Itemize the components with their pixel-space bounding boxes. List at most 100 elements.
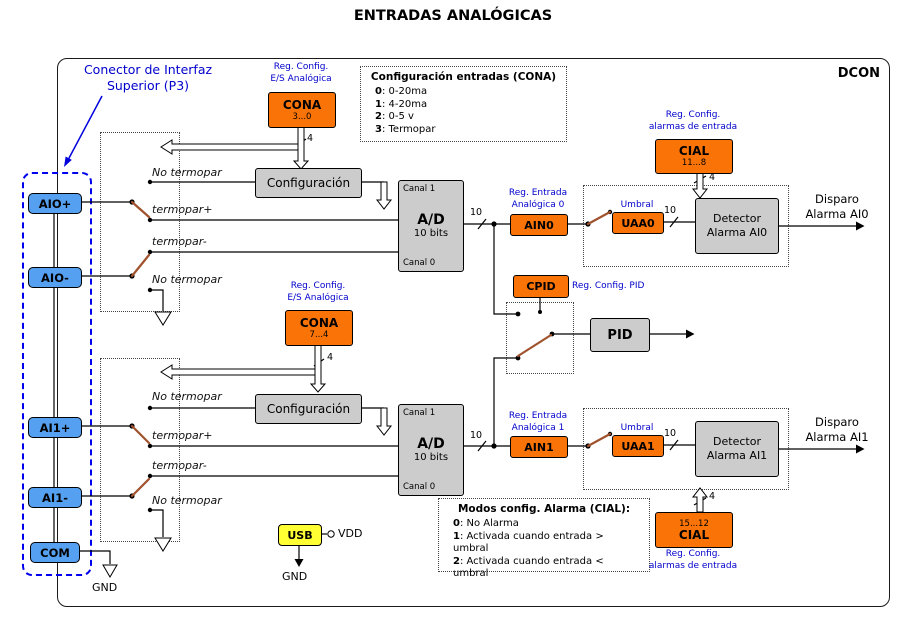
gnd-label-usb: GND (282, 570, 308, 583)
cial1-name: CIAL (678, 527, 710, 542)
termopar-minus-label-1: termopar- (152, 235, 207, 248)
cona1-caption: Reg. Config. E/S Analógica (287, 281, 349, 303)
uaa0-register: UAA0 (612, 212, 664, 234)
cona0-name: CONA (282, 97, 322, 112)
uaa1-caption: Umbral (620, 423, 654, 433)
ain0-register: AIN0 (510, 214, 568, 236)
cial-modes-legend: Modos config. Alarma (CIAL): 0: No Alarm… (438, 498, 650, 579)
cona1-name: CONA (299, 315, 339, 330)
ad-converter-ai1: Canal 1 A/D 10 bits Canal 0 (398, 404, 464, 496)
bus4-cona0: 4 (307, 133, 314, 144)
termopar-plus-label-1: termopar+ (152, 203, 213, 216)
option-number: 2 (453, 555, 460, 567)
cona0-bits: 3...0 (292, 111, 312, 122)
bus10-ad1: 10 (470, 430, 483, 441)
bus4-cial1: 4 (709, 491, 716, 502)
uaa0-caption: Umbral (620, 200, 654, 210)
cial0-bits: 11...8 (681, 158, 707, 168)
cona0-caption: Reg. Config. E/S Analógica (270, 62, 332, 84)
option-number: 0 (375, 86, 382, 97)
config-block-ai0: Configuración (255, 168, 362, 198)
config-block-ai1: Configuración (255, 394, 362, 424)
termopar-plus-label-2: termopar+ (152, 429, 213, 442)
pin-aio-plus: AIO+ (28, 193, 82, 214)
cona1-register: CONA 7...4 (285, 310, 353, 346)
option-text: : 0-5 v (381, 111, 414, 122)
ad0-canal0-label: Canal 0 (403, 258, 436, 268)
ad0-label: A/D (417, 212, 445, 228)
no-termopar-label-3: No termopar (152, 390, 222, 403)
option-text: : Activada cuando entrada < umbral (453, 555, 604, 580)
gnd-label-com: GND (92, 581, 118, 594)
dcon-frame (57, 58, 890, 607)
dcon-label: DCON (837, 66, 880, 81)
no-termopar-label-1: No termopar (152, 166, 222, 179)
no-termopar-label-2: No termopar (152, 273, 222, 286)
input-switch-box-ai1 (100, 358, 180, 542)
bus4-cial0: 4 (709, 172, 716, 183)
cona-option-1: 1: 4-20ma (369, 99, 558, 112)
option-number: 1 (453, 530, 460, 542)
ad1-bits-label: 10 bits (413, 452, 449, 463)
option-number: 1 (375, 98, 382, 110)
cpid-caption: Reg. Config. PID (572, 281, 645, 291)
option-text: : Termopar (381, 123, 436, 135)
cial1-bits: 15...12 (679, 518, 709, 529)
cial-mode-1: 1: Activada cuando entrada > umbral (447, 531, 641, 556)
pin-ai1-minus: AI1- (28, 487, 82, 508)
option-text: : 0-20ma (381, 86, 428, 97)
cial0-caption: Reg. Config. alarmas de entrada (648, 110, 738, 132)
ad-converter-ai0: Canal 1 A/D 10 bits Canal 0 (398, 180, 464, 272)
connector-caption: Conector de Interfaz Superior (P3) (83, 62, 213, 93)
cona-legend-title: Configuración entradas (CONA) (370, 71, 557, 83)
ad1-label: A/D (417, 436, 445, 452)
detector-alarma-ai0: Detector Alarma AI0 (695, 198, 779, 254)
cpid-register: CPID (513, 275, 569, 298)
ain0-caption: Reg. Entrada Analógica 0 (508, 188, 568, 210)
pid-block: PID (590, 318, 650, 352)
cial1-caption: Reg. Config. alarmas de entrada (648, 549, 738, 571)
bus4-cona1: 4 (327, 352, 334, 363)
cona-option-3: 3: Termopar (369, 124, 558, 137)
option-text: : 4-20ma (381, 98, 428, 110)
page-title: ENTRADAS ANALÓGICAS (353, 8, 553, 24)
cial-mode-0: 0: No Alarma (447, 518, 641, 531)
pin-aio-minus: AIO- (28, 267, 82, 288)
cona-config-legend: Configuración entradas (CONA) 0: 0-20ma … (360, 66, 567, 142)
disparo-ai0-label: Disparo Alarma AI0 (805, 192, 869, 221)
uaa1-register: UAA1 (612, 435, 664, 457)
cial0-register: CIAL 11...8 (655, 139, 733, 174)
bus10-ad0: 10 (470, 207, 483, 218)
ad0-bits-label: 10 bits (413, 228, 449, 239)
option-number: 0 (453, 518, 460, 529)
ad0-canal1-label: Canal 1 (403, 184, 436, 194)
bus10-uaa0: 10 (664, 205, 677, 216)
termopar-minus-label-2: termopar- (152, 459, 207, 472)
cial-mode-2: 2: Activada cuando entrada < umbral (447, 556, 641, 581)
detector-alarma-ai1: Detector Alarma AI1 (695, 421, 779, 477)
usb-block: USB (278, 524, 322, 546)
option-text: : No Alarma (459, 518, 519, 529)
cona0-register: CONA 3...0 (268, 92, 336, 128)
pid-switch-box (506, 302, 574, 374)
no-termopar-label-4: No termopar (152, 494, 222, 507)
pin-com: COM (30, 542, 80, 563)
cial-legend-title: Modos config. Alarma (CIAL): (457, 503, 631, 515)
connector-dashed-box (22, 172, 92, 576)
option-number: 2 (375, 111, 382, 122)
cona1-bits: 7...4 (309, 329, 329, 340)
ain1-register: AIN1 (510, 436, 568, 458)
vdd-label: VDD (338, 527, 363, 540)
option-text: : Activada cuando entrada > umbral (453, 530, 604, 555)
bus10-uaa1: 10 (664, 428, 677, 439)
cona-option-0: 0: 0-20ma (369, 86, 558, 99)
ad1-canal1-label: Canal 1 (403, 408, 436, 418)
cial1-register: 15...12 CIAL (655, 512, 733, 548)
pin-ai1-plus: AI1+ (28, 417, 82, 438)
option-number: 3 (375, 123, 382, 135)
ad1-canal0-label: Canal 0 (403, 482, 436, 492)
cial0-name: CIAL (678, 144, 710, 158)
ain1-caption: Reg. Entrada Analógica 1 (508, 411, 568, 433)
disparo-ai1-label: Disparo Alarma AI1 (805, 415, 869, 444)
